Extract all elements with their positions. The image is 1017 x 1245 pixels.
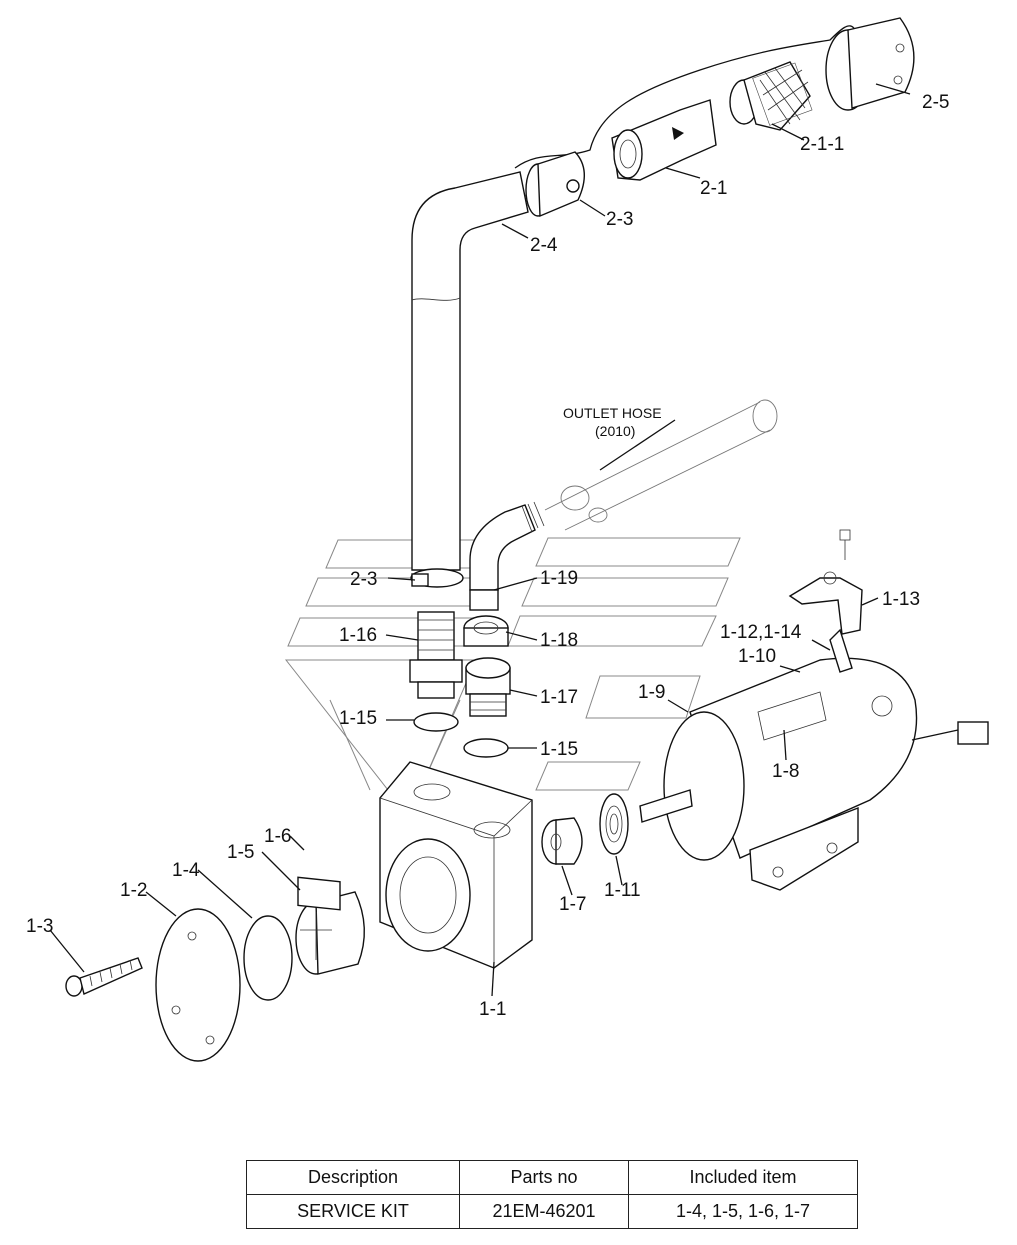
cover-plate	[155, 908, 241, 1062]
hose-clamp-low	[410, 568, 464, 588]
label-1-15-right: 1-15	[540, 739, 578, 760]
table-cell: 21EM-46201	[459, 1194, 629, 1229]
part-labels: 2-5 2-1-1 2-1 2-3 2-4 OUTLET HOSE (2010)…	[26, 92, 949, 1020]
table-header: Included item	[628, 1160, 858, 1195]
label-1-8: 1-8	[772, 761, 799, 782]
outlet-hose-ghost	[544, 399, 778, 531]
impeller	[295, 891, 366, 975]
label-2-5: 2-5	[922, 92, 949, 113]
table-row: SERVICE KIT 21EM-46201 1-4, 1-5, 1-6, 1-…	[246, 1194, 858, 1229]
cover-screw	[65, 957, 143, 997]
hose-clamp-top	[525, 151, 585, 218]
tank-sleeve	[825, 17, 915, 111]
label-1-1: 1-1	[479, 999, 506, 1020]
cam-insert	[297, 876, 341, 911]
label-outlet-hose: OUTLET HOSE	[563, 405, 662, 421]
strainer	[729, 61, 813, 131]
table-cell: 1-4, 1-5, 1-6, 1-7	[628, 1194, 858, 1229]
shaft-seal	[541, 817, 583, 865]
label-1-12-1-14: 1-12,1-14	[720, 622, 802, 643]
hose-fitting	[409, 611, 463, 699]
label-1-2: 1-2	[120, 880, 147, 901]
suction-pipe	[411, 171, 529, 571]
outlet-elbow	[469, 501, 545, 611]
label-1-10: 1-10	[738, 646, 776, 667]
table-header: Description	[246, 1160, 460, 1195]
label-1-13: 1-13	[882, 589, 920, 610]
service-kit-table: Description Parts no Included item SERVI…	[246, 1160, 858, 1229]
table-header-row: Description Parts no Included item	[246, 1160, 858, 1195]
label-2-4: 2-4	[530, 235, 558, 256]
label-outlet-hose-code: (2010)	[595, 423, 635, 439]
o-ring-left	[413, 712, 459, 732]
label-1-6: 1-6	[264, 826, 291, 847]
label-1-18: 1-18	[540, 630, 578, 651]
label-1-7: 1-7	[559, 894, 586, 915]
label-1-15-left: 1-15	[339, 708, 377, 729]
label-1-11: 1-11	[604, 880, 641, 901]
label-1-16: 1-16	[339, 625, 377, 646]
label-1-5: 1-5	[227, 842, 254, 863]
label-2-1-1: 2-1-1	[800, 134, 844, 155]
threaded-adapter	[465, 657, 511, 717]
label-2-1: 2-1	[700, 178, 727, 199]
label-1-4: 1-4	[172, 860, 200, 881]
toggle-switch	[829, 628, 853, 673]
motor	[639, 657, 989, 891]
cover-o-ring	[243, 915, 293, 1001]
leader-lines	[49, 83, 911, 997]
table-cell: SERVICE KIT	[246, 1194, 460, 1229]
label-1-17: 1-17	[540, 687, 578, 708]
label-2-3-low: 2-3	[350, 569, 377, 590]
label-2-3-top: 2-3	[606, 209, 633, 230]
mounting-bracket	[788, 529, 863, 635]
table-header: Parts no	[459, 1160, 629, 1195]
label-1-9: 1-9	[638, 682, 665, 703]
label-1-19: 1-19	[540, 568, 578, 589]
o-ring-right	[463, 738, 509, 758]
pump-housing	[379, 761, 533, 969]
label-1-3: 1-3	[26, 916, 53, 937]
hex-nut	[463, 615, 509, 647]
bearing	[599, 793, 629, 855]
check-valve	[611, 99, 717, 181]
